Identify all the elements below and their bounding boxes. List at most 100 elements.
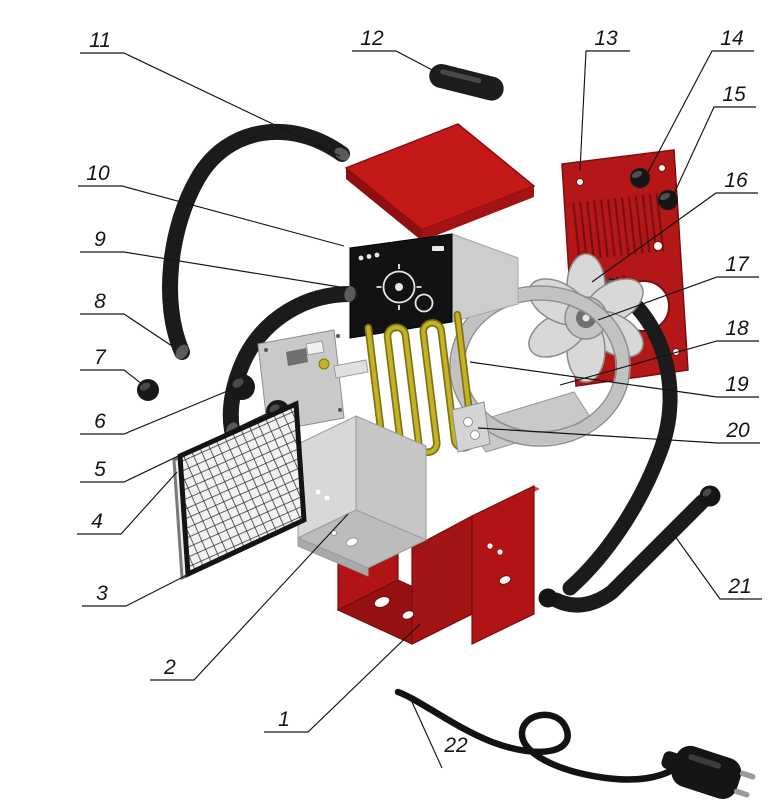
- leader-line: [352, 50, 439, 74]
- callout-8: 8: [80, 290, 173, 347]
- leader-line: [477, 427, 760, 444]
- plug-boot: [661, 751, 681, 771]
- callout-9: 9: [80, 228, 347, 289]
- callout-21: 21: [671, 531, 762, 600]
- grip-body: [429, 64, 504, 101]
- callout-13: 13: [579, 27, 630, 171]
- callout-number: 6: [94, 410, 106, 433]
- callout-number: 8: [94, 290, 106, 313]
- callout-number: 2: [163, 656, 176, 679]
- plug-body: [671, 745, 742, 800]
- callout-10: 10: [78, 162, 345, 247]
- duct-hole: [324, 495, 330, 501]
- right-wall: [471, 485, 535, 645]
- dial-center: [395, 283, 403, 291]
- callout-1: 1: [264, 623, 421, 733]
- callout-17: 17: [597, 253, 759, 321]
- power-plug: [661, 745, 756, 800]
- knob-highlight: [232, 378, 244, 388]
- callout-number: 13: [594, 27, 618, 50]
- label-strip: [432, 246, 444, 251]
- callout-22: 22: [411, 701, 468, 769]
- cover-right-edge: [422, 186, 534, 241]
- callout-number: 11: [89, 29, 111, 52]
- callout-number: 9: [94, 228, 106, 251]
- handle-end-cap: [137, 379, 159, 401]
- panel-hole: [658, 164, 666, 172]
- callout-number: 12: [360, 27, 384, 50]
- plug-highlight: [688, 754, 722, 769]
- callout-2: 2: [150, 513, 349, 681]
- indicator-dot: [366, 254, 372, 259]
- cap-highlight: [659, 192, 671, 201]
- tube-elbow-cap: [538, 588, 558, 608]
- cap-highlight: [631, 170, 643, 179]
- leader-line: [78, 185, 345, 247]
- callout-15: 15: [671, 83, 756, 199]
- callout-20: 20: [477, 419, 760, 444]
- callout-number: 1: [278, 708, 290, 731]
- shroud-ring-outer-edge: [449, 285, 631, 447]
- screw: [338, 408, 342, 412]
- panel-markings: [376, 264, 434, 313]
- leader-line: [671, 106, 756, 199]
- callout-11: 11: [80, 29, 341, 157]
- callout-number: 21: [727, 575, 751, 598]
- duct-front-lip: [297, 537, 369, 577]
- tube-cut-end: [344, 286, 356, 302]
- duct-hole: [315, 489, 321, 495]
- duct-hole: [331, 530, 337, 536]
- tube-left-front: [222, 286, 358, 438]
- dial-ticks: [376, 264, 422, 310]
- leader-line: [80, 52, 341, 157]
- foot-cap-14: [630, 168, 650, 188]
- tube-end-cap: [699, 485, 721, 507]
- wall-hole: [497, 549, 503, 555]
- callout-number: 14: [720, 27, 743, 50]
- cap-highlight: [702, 488, 712, 497]
- callout-number: 16: [724, 169, 748, 192]
- leader-line: [671, 531, 762, 600]
- bracket-strip: [333, 359, 369, 379]
- top-cover-panel: [344, 123, 536, 241]
- leader-line: [77, 471, 178, 535]
- tube-front: [548, 494, 710, 613]
- foot-cap-15: [658, 190, 678, 210]
- callout-number: 3: [96, 582, 108, 605]
- indicator-dots: [358, 246, 444, 261]
- callout-number: 22: [443, 734, 468, 757]
- callout-number: 10: [86, 162, 110, 185]
- screw: [336, 334, 340, 338]
- plug-pin: [733, 788, 750, 798]
- callout-7: 7: [80, 346, 143, 385]
- wall-hole: [498, 575, 512, 585]
- fan-shaft-dot: [582, 314, 590, 322]
- dial-scale: [382, 270, 416, 304]
- duct-hole: [345, 537, 359, 547]
- terminal-bracket: [451, 401, 491, 453]
- carry-handle-grip: [429, 64, 504, 101]
- callout-3: 3: [82, 547, 241, 607]
- leader-line: [469, 361, 759, 398]
- grille-slot-rows-upper: [572, 193, 665, 261]
- leader-line: [559, 340, 759, 386]
- cover-left-edge: [346, 168, 422, 241]
- leader-line: [80, 251, 347, 289]
- tube-cut-end: [334, 147, 350, 161]
- power-cord: [394, 688, 756, 800]
- leader-line: [579, 50, 630, 171]
- callout-19: 19: [469, 361, 759, 398]
- front-grille: [177, 400, 307, 578]
- capacitor-dot: [318, 358, 330, 370]
- callout-number: 5: [94, 458, 106, 481]
- callout-number: 19: [725, 373, 749, 396]
- cap-highlight: [139, 382, 151, 391]
- leader-line: [80, 389, 231, 435]
- cord-cable: [394, 688, 680, 783]
- callout-number: 7: [94, 346, 107, 369]
- callout-12: 12: [352, 27, 439, 74]
- callout-number: 17: [725, 253, 750, 276]
- indicator-dot: [358, 255, 364, 261]
